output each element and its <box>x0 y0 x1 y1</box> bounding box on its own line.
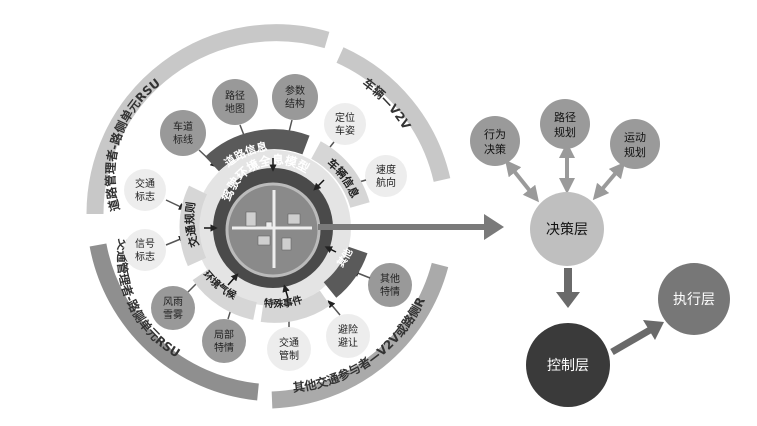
node-execution-layer: 执行层 <box>658 263 730 335</box>
svg-text:管制: 管制 <box>279 349 299 362</box>
outer-ring-arc-bottom-left <box>89 243 259 401</box>
city-scene-illustration <box>232 190 312 268</box>
svg-text:路径: 路径 <box>225 89 245 102</box>
svg-text:风雨: 风雨 <box>163 296 183 308</box>
svg-text:特情: 特情 <box>214 341 234 354</box>
svg-text:路径: 路径 <box>554 111 576 124</box>
node-local-special: 局部 特情 <box>202 319 246 363</box>
node-param-structure: 参数 结构 <box>272 74 318 120</box>
node-position-pose: 定位 车姿 <box>324 103 366 145</box>
svg-text:结构: 结构 <box>285 97 305 110</box>
node-traffic-sign: 交通 标志 <box>124 169 166 211</box>
band-environment <box>192 269 258 320</box>
svg-text:决策层: 决策层 <box>546 221 588 238</box>
band-other <box>323 246 368 298</box>
svg-text:标志: 标志 <box>135 190 155 203</box>
svg-text:信号: 信号 <box>135 238 155 250</box>
info-nodes: 车道 标线 路径 地图 参数 结构 定位 车姿 速度 航向 交通 标志 <box>124 74 412 371</box>
svg-text:标志: 标志 <box>135 250 155 263</box>
svg-text:避让: 避让 <box>338 336 358 349</box>
node-control-layer: 控制层 <box>526 323 610 407</box>
node-motion-planning: 运动 规划 <box>610 119 660 169</box>
svg-text:避险: 避险 <box>338 323 358 336</box>
outer-ring-arc-top-right <box>336 47 451 182</box>
band-special-events <box>260 290 331 323</box>
node-behavior-decision: 行为 决策 <box>470 116 520 166</box>
svg-text:执行层: 执行层 <box>673 292 715 308</box>
svg-text:决策: 决策 <box>484 142 506 156</box>
svg-text:其他: 其他 <box>380 272 400 285</box>
band-road-info <box>205 129 310 172</box>
svg-text:地图: 地图 <box>225 102 245 115</box>
svg-text:规划: 规划 <box>554 125 576 139</box>
node-traffic-control: 交通 管制 <box>267 327 311 371</box>
svg-text:标线: 标线 <box>173 133 193 146</box>
svg-text:运动: 运动 <box>624 131 646 144</box>
node-avoid-evade: 避险 避让 <box>326 314 370 358</box>
svg-text:交通: 交通 <box>279 336 299 349</box>
outer-ring-arc-bottom-right <box>271 262 449 409</box>
decision-to-control-arrow <box>556 268 580 308</box>
svg-text:航向: 航向 <box>376 176 396 189</box>
svg-text:雪雾: 雪雾 <box>163 309 183 321</box>
band-vehicle-info <box>310 141 370 209</box>
outer-ring-arc-top-left <box>86 24 330 215</box>
control-to-execution-arrow <box>610 320 664 356</box>
node-path-planning: 路径 规划 <box>540 99 590 149</box>
node-road-marking: 车道 标线 <box>160 110 206 156</box>
svg-text:交通: 交通 <box>135 177 155 190</box>
planning-arrows <box>505 142 626 203</box>
svg-text:特情: 特情 <box>380 285 400 298</box>
svg-text:行为: 行为 <box>484 128 506 141</box>
svg-text:车道: 车道 <box>173 120 193 133</box>
node-decision-layer: 决策层 <box>530 192 604 266</box>
svg-text:车姿: 车姿 <box>335 124 355 137</box>
svg-text:速度: 速度 <box>376 163 396 176</box>
svg-text:参数: 参数 <box>285 84 305 97</box>
model-to-decision-arrow <box>318 214 504 240</box>
node-signal-sign: 信号 标志 <box>124 229 166 271</box>
svg-text:规划: 规划 <box>624 145 646 159</box>
right-flow: 行为 决策 路径 规划 运动 规划 决策层 控制层 <box>470 99 730 407</box>
inner-arrows <box>204 158 337 299</box>
node-path-map: 路径 地图 <box>212 79 258 125</box>
band-traffic-rules <box>179 185 208 267</box>
svg-text:局部: 局部 <box>214 328 234 341</box>
svg-text:定位: 定位 <box>335 111 355 124</box>
svg-text:控制层: 控制层 <box>547 358 589 374</box>
center-model: 驾驶环境全息模型 <box>213 152 333 288</box>
node-other-special: 其他 特情 <box>368 263 412 307</box>
node-wind-rain-fog: 风雨 雪雾 <box>151 286 195 330</box>
node-speed-heading: 速度 航向 <box>365 155 407 197</box>
